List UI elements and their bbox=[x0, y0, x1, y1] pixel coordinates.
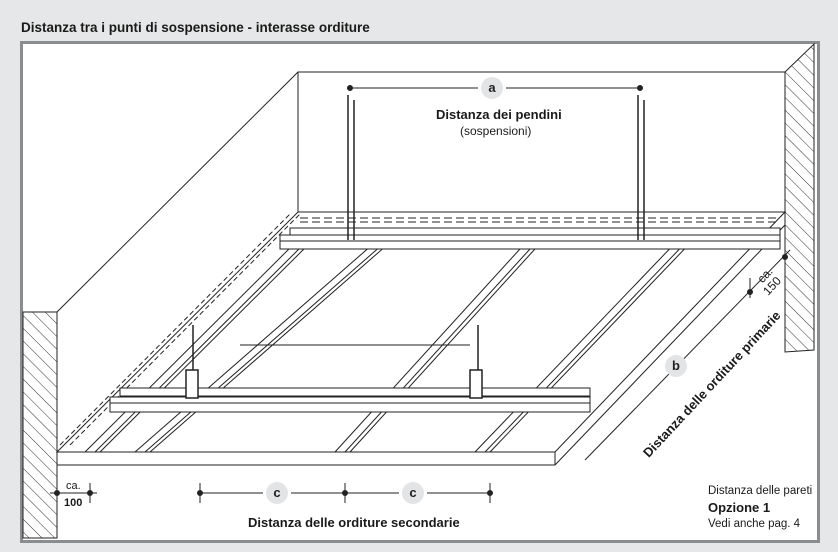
dimension-lines bbox=[50, 85, 791, 503]
note-line-2: Opzione 1 bbox=[708, 500, 771, 515]
ca100-value: 100 bbox=[64, 497, 83, 509]
dimension-b-marker: b bbox=[665, 355, 687, 377]
note-line-3: Vedi anche pag. 4 bbox=[708, 518, 801, 530]
secondarie-label: Distanza delle orditure secondarie bbox=[248, 515, 460, 530]
sospensioni-label: (sospensioni) bbox=[460, 124, 532, 138]
right-wall bbox=[784, 42, 815, 353]
left-wall bbox=[22, 311, 58, 539]
primary-profile-back bbox=[279, 227, 781, 250]
secondary-profiles bbox=[84, 237, 696, 453]
hangers bbox=[185, 95, 645, 399]
note-line-1: Distanza delle pareti bbox=[708, 485, 813, 497]
dimension-a-marker: a bbox=[481, 77, 503, 99]
room-edges bbox=[56, 71, 786, 452]
primary-profile-front bbox=[109, 387, 591, 413]
dimension-c-marker-1: c bbox=[266, 482, 288, 504]
ca100-ca: ca. bbox=[66, 480, 81, 492]
diagram-title: Distanza tra i punti di sospensione - in… bbox=[21, 20, 370, 35]
dimension-c-marker-2: c bbox=[402, 482, 424, 504]
pendini-label: Distanza dei pendini bbox=[436, 107, 562, 122]
